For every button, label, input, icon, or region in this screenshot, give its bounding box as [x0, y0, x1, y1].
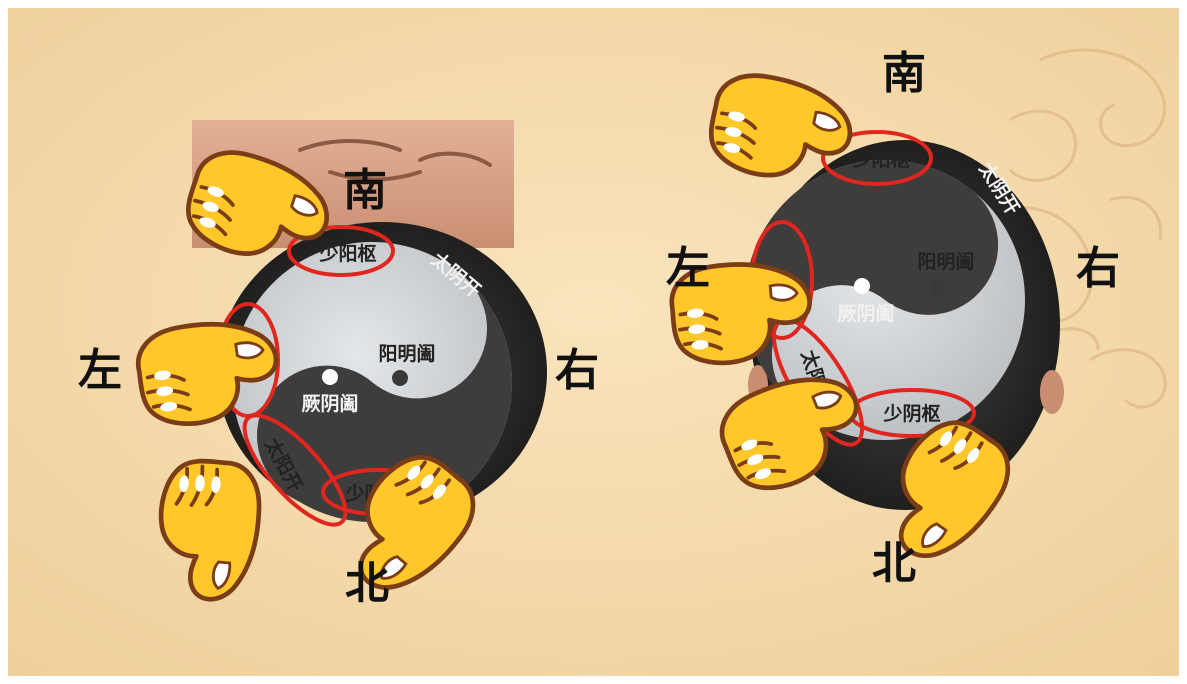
direction-north-right: 北: [872, 538, 916, 589]
zone-label-shaoyang: 少阳枢: [851, 149, 909, 171]
direction-south-left: 南: [343, 165, 387, 216]
direction-left-right: 左: [666, 243, 710, 294]
zone-label-shaoyin: 少阴枢: [882, 403, 940, 425]
zone-label-jueyin: 厥阴阖: [837, 302, 894, 325]
ear-right: [1040, 370, 1064, 414]
zone-label-jueyin: 厥阴阖: [301, 392, 358, 415]
direction-right-right: 右: [1076, 243, 1120, 294]
direction-right-left: 右: [555, 345, 599, 396]
zone-label-shaoyang: 少阳枢: [318, 243, 376, 265]
zone-label-yangming: 阳明阖: [378, 342, 435, 365]
direction-left-left: 左: [78, 345, 122, 396]
direction-north-left: 北: [345, 558, 389, 609]
zone-label-yangming: 阳明阖: [917, 250, 974, 273]
direction-south-right: 南: [882, 48, 926, 99]
